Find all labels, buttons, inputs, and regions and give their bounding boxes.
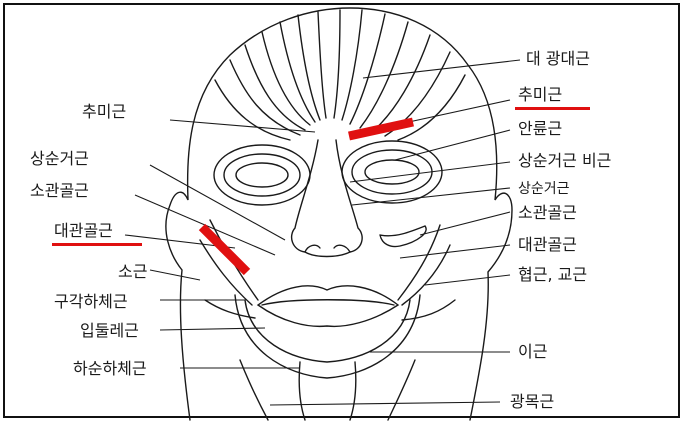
label-buccinator-masseter: 협근, 교근: [518, 266, 587, 284]
label-zygomaticus-minor-left: 소관골근: [30, 182, 89, 200]
label-levator-labii-superioris-left: 상순거근: [30, 150, 89, 168]
label-risorius: 소근: [118, 263, 147, 281]
mouth: [258, 286, 398, 326]
label-levator-labii-alaeque-nasi: 상순거근 비근: [518, 152, 611, 170]
label-corrugator-left: 추미근: [82, 103, 126, 121]
label-levator-labii-superioris-right: 상순거근: [518, 180, 570, 198]
corrugator-underline: [515, 107, 590, 110]
label-depressor-labii-inferioris: 하순하체근: [73, 360, 147, 378]
label-depressor-anguli-oris: 구각하체근: [54, 293, 128, 311]
label-corrugator-right: 추미근: [518, 86, 562, 104]
label-zygomaticus-major-left: 대관골근: [54, 222, 113, 240]
label-frontalis: 대 광대근: [526, 50, 590, 68]
label-mentalis: 이근: [518, 343, 547, 361]
leader-lines: [125, 60, 520, 405]
zygomaticus-major-underline: [52, 243, 142, 246]
nose: [292, 140, 363, 257]
label-zygomaticus-minor-right: 소관골근: [518, 204, 577, 222]
label-platysma: 광목근: [510, 393, 554, 411]
label-orbicularis-oculi: 안륜근: [518, 120, 562, 138]
label-zygomaticus-major-right: 대관골근: [518, 236, 577, 254]
label-orbicularis-oris: 입둘레근: [80, 322, 139, 340]
